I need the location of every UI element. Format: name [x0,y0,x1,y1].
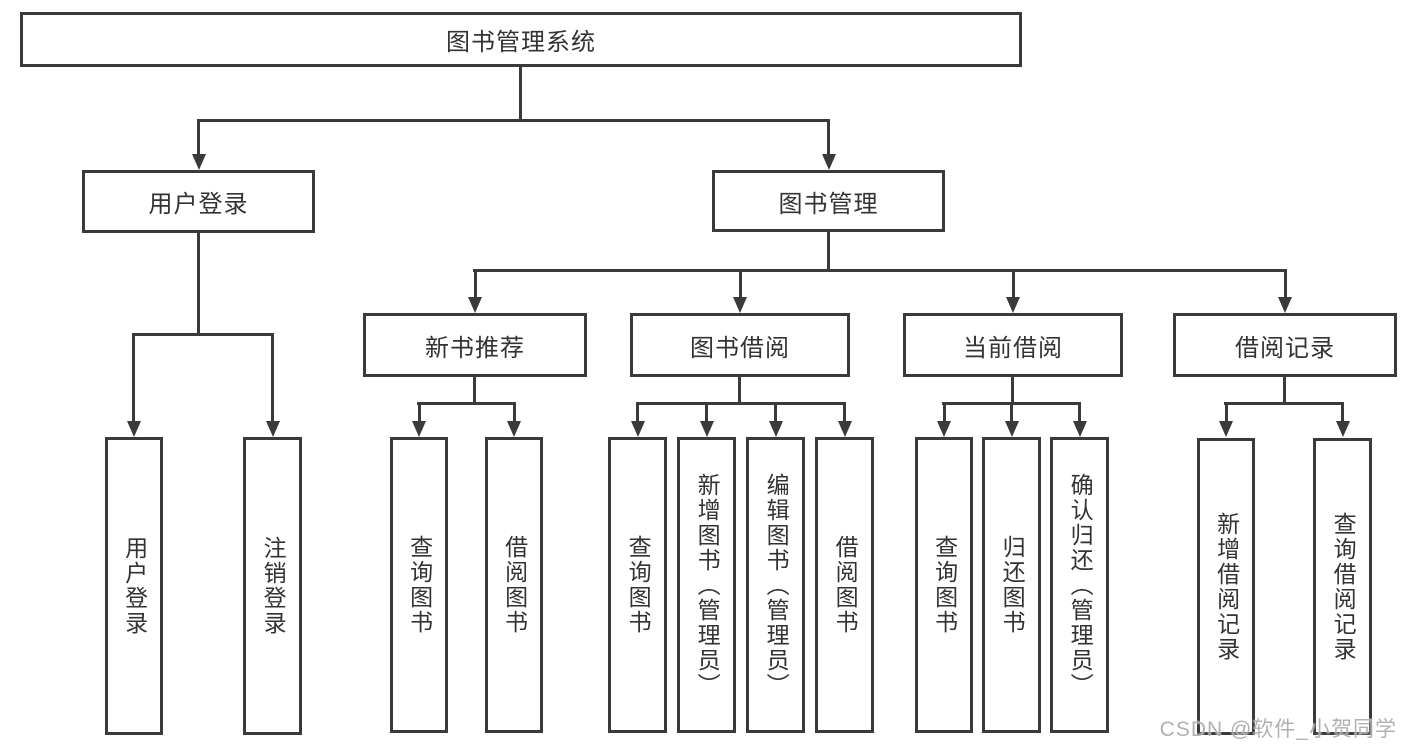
leaf-label: 确认归还（管理员） [1067,472,1094,698]
leaf-label: 用户登录 [121,536,148,636]
leaf-query-borrow-record: 查询借阅记录 [1313,438,1372,735]
arrowhead-book-mgmt [822,154,836,170]
leaf-query-books-borrow: 查询图书 [608,437,667,733]
arrowhead-leaf [838,421,852,437]
leaf-label: 借阅图书 [832,535,859,635]
arrowhead-leaf [1073,421,1087,437]
arrowhead-leaf [937,421,951,437]
arrowhead-leaf [507,421,521,437]
node-label: 图书管理 [778,190,879,218]
connector-drop-leaf [636,405,639,421]
leaf-add-borrow-record: 新增借阅记录 [1197,438,1255,735]
connector-drop-book-mgmt [827,120,830,154]
arrowhead-login-leaf [127,421,141,437]
leaf-label: 新增借阅记录 [1213,511,1240,662]
leaf-label: 借阅图书 [501,535,528,635]
node-book-management: 图书管理 [712,170,945,232]
leaf-label: 归还图书 [999,535,1026,635]
connector-drop-login-leaf [132,336,135,421]
arrowhead-borrow-records [1278,297,1292,313]
connector-current-borrow-rail [942,402,1081,405]
connector-drop-leaf [1341,405,1344,421]
connector-level2-rail [473,269,1287,272]
connector-drop-current-borrow [1012,272,1015,297]
connector-drop-leaf [943,405,946,421]
leaf-label: 新增图书（管理员） [694,472,721,698]
connector-root-stem [519,67,522,120]
connector-user-login-rail [132,333,274,336]
node-book-borrowing: 图书借阅 [630,313,850,377]
connector-drop-leaf [705,405,708,421]
connector-book-mgmt-stem [827,232,830,272]
connector-new-books-stem [473,377,476,405]
connector-drop-user-login [197,120,200,154]
connector-borrow-records-stem [1283,377,1286,405]
arrowhead-leaf [700,421,714,437]
connector-current-borrow-stem [1011,377,1014,405]
leaf-label: 查询图书 [625,535,652,635]
leaf-edit-books-admin: 编辑图书（管理员） [746,437,805,733]
connector-drop-leaf [1010,405,1013,421]
connector-new-books-rail [417,402,516,405]
leaf-return-books: 归还图书 [982,437,1041,733]
leaf-label: 查询图书 [406,535,433,635]
arrowhead-leaf [1336,421,1350,437]
node-label: 图书借阅 [690,334,790,362]
connector-drop-leaf [1225,405,1228,421]
arrowhead-user-login [192,154,206,170]
connector-drop-borrow-records [1284,272,1287,297]
connector-drop-logout-leaf [271,336,274,421]
arrowhead-leaf [1005,421,1019,437]
arrowhead-logout-leaf [266,421,280,437]
node-user-login: 用户登录 [82,170,315,233]
node-label: 当前借阅 [963,334,1063,362]
leaf-query-books-current: 查询图书 [915,437,973,733]
connector-drop-book-borrow [739,272,742,297]
arrowhead-leaf [769,421,783,437]
arrowhead-leaf [631,421,645,437]
leaf-label: 编辑图书（管理员） [763,472,790,698]
leaf-borrow-books-recommend: 借阅图书 [485,437,543,733]
connector-drop-leaf [418,405,421,421]
connector-drop-leaf [843,405,846,421]
leaf-query-books-recommend: 查询图书 [390,437,448,733]
leaf-label: 注销登录 [260,536,287,636]
connector-book-borrow-rail [636,402,846,405]
connector-user-login-stem [197,233,200,336]
node-label: 图书管理系统 [446,29,596,56]
leaf-label: 查询图书 [931,535,958,635]
arrowhead-book-borrow [733,297,747,313]
node-borrowing-records: 借阅记录 [1173,313,1397,377]
leaf-borrow-books: 借阅图书 [815,437,874,733]
connector-drop-leaf [774,405,777,421]
leaf-user-login: 用户登录 [105,437,163,735]
arrowhead-current-borrow [1006,297,1020,313]
arrowhead-new-books [468,297,482,313]
leaf-label: 查询借阅记录 [1330,511,1357,662]
leaf-logout: 注销登录 [243,437,302,735]
leaf-confirm-return-admin: 确认归还（管理员） [1050,437,1109,733]
connector-borrow-records-rail [1224,402,1344,405]
node-label: 用户登录 [148,191,249,218]
arrowhead-leaf [412,421,426,437]
connector-level1-rail [197,119,830,122]
connector-book-borrow-stem [738,377,741,405]
node-new-book-recommend: 新书推荐 [363,313,587,377]
connector-drop-leaf [1078,405,1081,421]
csdn-watermark: CSDN @软件_小贺同学 [1159,718,1397,741]
node-label: 新书推荐 [425,334,525,362]
node-label: 借阅记录 [1235,334,1335,362]
connector-drop-new-books [474,272,477,297]
node-current-borrowing: 当前借阅 [903,313,1123,377]
arrowhead-leaf [1219,421,1233,437]
node-library-management-system: 图书管理系统 [20,12,1022,67]
leaf-add-books-admin: 新增图书（管理员） [677,437,736,733]
connector-drop-leaf [513,405,516,421]
